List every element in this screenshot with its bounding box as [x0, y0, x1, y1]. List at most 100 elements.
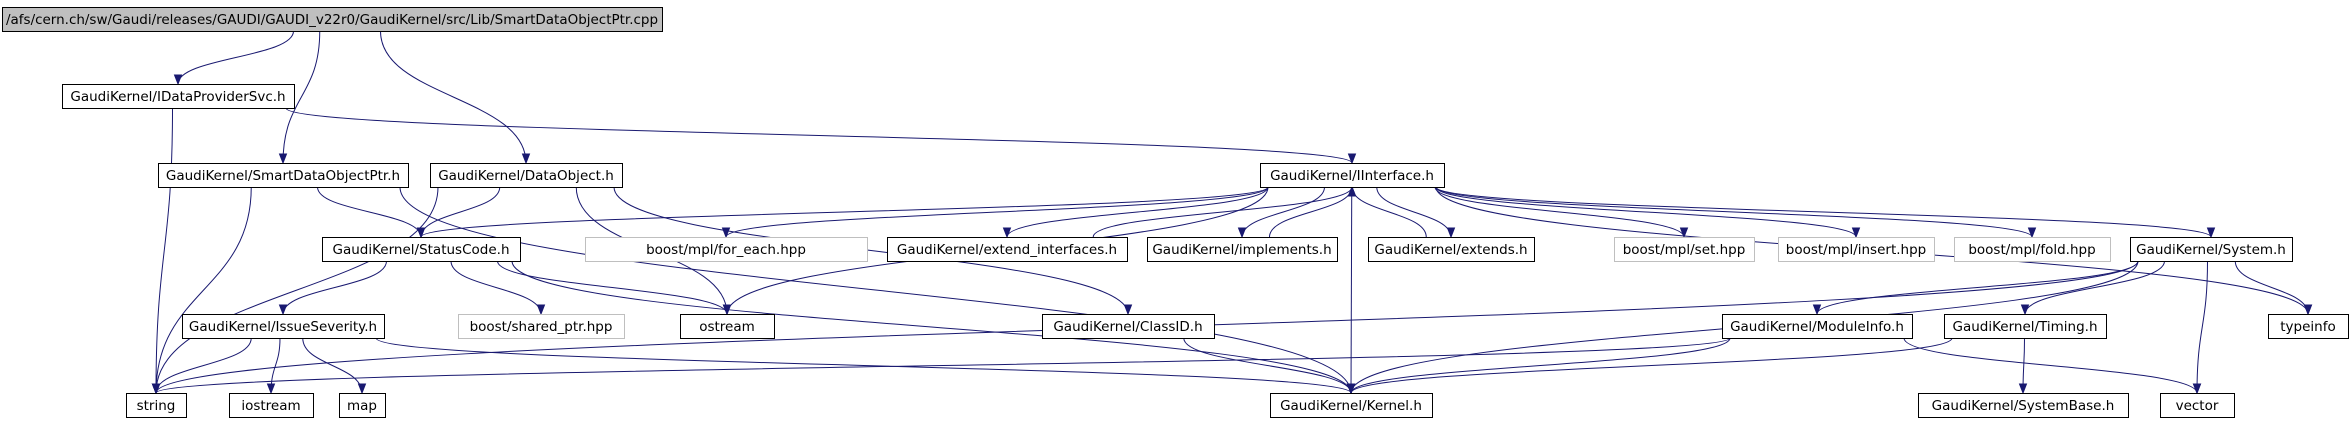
node-label-iintf: GaudiKernel/IInterface.h — [1270, 168, 1434, 184]
edge-sdop-to-kernel — [399, 186, 1352, 394]
node-label-sdop: GaudiKernel/SmartDataObjectPtr.h — [166, 168, 400, 184]
node-idps[interactable]: GaudiKernel/IDataProviderSvc.h — [62, 84, 295, 109]
node-timing[interactable]: GaudiKernel/Timing.h — [1944, 314, 2107, 339]
edge-system-to-modinfo — [1816, 260, 2139, 315]
edge-iintf-to-mplset — [1434, 186, 1685, 238]
edge-idps-to-string — [155, 107, 173, 394]
edge-issue-to-map — [302, 337, 363, 394]
edge-timing-to-kernel — [1350, 337, 1953, 394]
node-box-string — [126, 393, 187, 418]
node-vector[interactable]: vector — [2160, 393, 2235, 418]
node-label-ostream: ostream — [699, 319, 755, 335]
node-typeinfo[interactable]: typeinfo — [2268, 314, 2349, 339]
node-box-mplset — [1614, 237, 1755, 262]
node-label-timing: GaudiKernel/Timing.h — [1952, 319, 2097, 335]
node-impl[interactable]: GaudiKernel/implements.h — [1147, 237, 1338, 262]
arrowhead-dobj-to-classid — [1123, 304, 1133, 316]
node-label-map: map — [347, 398, 377, 414]
node-label-extint: GaudiKernel/extend_interfaces.h — [897, 242, 1117, 258]
arrowhead-system-to-timing — [2020, 304, 2030, 316]
edge-sc-to-sharedptr — [450, 260, 542, 315]
node-label-modinfo: GaudiKernel/ModuleInfo.h — [1730, 319, 1904, 335]
edge-classid-to-kernel — [1183, 337, 1352, 394]
edge-dobj-to-classid — [613, 186, 1129, 315]
node-label-typeinfo: typeinfo — [2280, 319, 2335, 335]
node-label-mplfold: boost/mpl/fold.hpp — [1968, 242, 2095, 258]
node-box-ostream — [680, 314, 775, 339]
node-ostream[interactable]: ostream — [680, 314, 775, 339]
edge-root-to-sdop — [282, 30, 321, 164]
node-box-mplfold — [1954, 237, 2111, 262]
node-label-iostream: iostream — [241, 398, 300, 414]
edge-idps-to-iintf — [285, 107, 1353, 164]
edge-iintf-to-foreach — [725, 186, 1269, 238]
node-label-mplins: boost/mpl/insert.hpp — [1786, 242, 1926, 258]
node-root[interactable]: /afs/cern.ch/sw/Gaudi/releases/GAUDI/GAU… — [2, 7, 663, 32]
node-map[interactable]: map — [339, 393, 386, 418]
arrowhead-iintf-to-impl — [1237, 227, 1247, 239]
edge-system-to-timing — [2024, 260, 2165, 315]
node-classid[interactable]: GaudiKernel/ClassID.h — [1042, 314, 1215, 339]
arrowhead-system-to-modinfo — [1812, 304, 1822, 316]
edge-sdop-to-string — [155, 186, 252, 394]
edge-iintf-to-extint — [1006, 186, 1269, 238]
arrowhead-modinfo-to-vector — [2192, 383, 2202, 395]
node-sdop[interactable]: GaudiKernel/SmartDataObjectPtr.h — [158, 163, 409, 188]
node-box-system — [2130, 237, 2293, 262]
node-string[interactable]: string — [126, 393, 187, 418]
node-system[interactable]: GaudiKernel/System.h — [2130, 237, 2293, 262]
edge-root-to-idps — [177, 30, 294, 85]
node-label-extends: GaudiKernel/extends.h — [1374, 242, 1527, 258]
node-label-impl: GaudiKernel/implements.h — [1152, 242, 1331, 258]
edge-root-to-dobj — [380, 30, 527, 164]
edge-dobj-to-string — [155, 186, 439, 394]
node-box-issue — [182, 314, 385, 339]
node-iostream[interactable]: iostream — [229, 393, 314, 418]
node-label-sharedptr: boost/shared_ptr.hpp — [470, 319, 613, 335]
edge-modinfo-to-vector — [1903, 337, 2198, 394]
node-mplins: boost/mpl/insert.hpp — [1778, 237, 1935, 262]
edge-dobj-to-sc — [420, 186, 501, 238]
edge-issue-to-string — [155, 337, 252, 394]
node-label-classid: GaudiKernel/ClassID.h — [1053, 319, 1202, 335]
node-modinfo[interactable]: GaudiKernel/ModuleInfo.h — [1722, 314, 1913, 339]
node-sharedptr: boost/shared_ptr.hpp — [458, 314, 625, 339]
edge-sc-to-ostream — [497, 260, 728, 315]
node-label-issue: GaudiKernel/IssueSeverity.h — [189, 319, 377, 335]
node-box-typeinfo — [2268, 314, 2349, 339]
arrowhead-iintf-to-system — [2206, 227, 2216, 239]
node-label-idps: GaudiKernel/IDataProviderSvc.h — [70, 89, 285, 105]
node-dobj[interactable]: GaudiKernel/DataObject.h — [430, 163, 623, 188]
node-iintf[interactable]: GaudiKernel/IInterface.h — [1260, 163, 1445, 188]
node-kernel[interactable]: GaudiKernel/Kernel.h — [1270, 393, 1433, 418]
arrowhead-issue-to-map — [357, 383, 367, 395]
arrowhead-root-to-sdop — [278, 153, 288, 165]
arrowhead-timing-to-sysbase — [2018, 383, 2028, 395]
arrowhead-idps-to-iintf — [1347, 153, 1357, 165]
node-box-dobj — [430, 163, 623, 188]
node-issue[interactable]: GaudiKernel/IssueSeverity.h — [182, 314, 385, 339]
node-sc[interactable]: GaudiKernel/StatusCode.h — [322, 237, 521, 262]
node-box-root — [2, 7, 663, 32]
node-box-idps — [62, 84, 295, 109]
node-label-mplset: boost/mpl/set.hpp — [1623, 242, 1746, 258]
arrowhead-iintf-to-sc — [416, 227, 426, 239]
node-box-sdop — [158, 163, 409, 188]
arrowhead-iintf-to-mplfold — [2027, 227, 2037, 239]
nodes-layer: /afs/cern.ch/sw/Gaudi/releases/GAUDI/GAU… — [2, 7, 2349, 418]
arrowhead-issue-to-iostream — [266, 383, 276, 395]
node-label-sc: GaudiKernel/StatusCode.h — [333, 242, 510, 258]
edge-extint-to-iintf — [1092, 186, 1353, 238]
edge-iintf-to-mplfold — [1435, 186, 2033, 238]
edge-iintf-to-sc — [420, 186, 1269, 238]
node-box-extends — [1368, 237, 1535, 262]
node-sysbase[interactable]: GaudiKernel/SystemBase.h — [1918, 393, 2129, 418]
edge-sc-to-issue — [282, 260, 387, 315]
edge-iintf-to-system — [1435, 186, 2212, 238]
node-box-sysbase — [1918, 393, 2129, 418]
node-box-iostream — [229, 393, 314, 418]
node-box-extint — [887, 237, 1128, 262]
node-extends[interactable]: GaudiKernel/extends.h — [1368, 237, 1535, 262]
edge-system-to-vector — [2196, 260, 2208, 394]
node-extint[interactable]: GaudiKernel/extend_interfaces.h — [887, 237, 1128, 262]
